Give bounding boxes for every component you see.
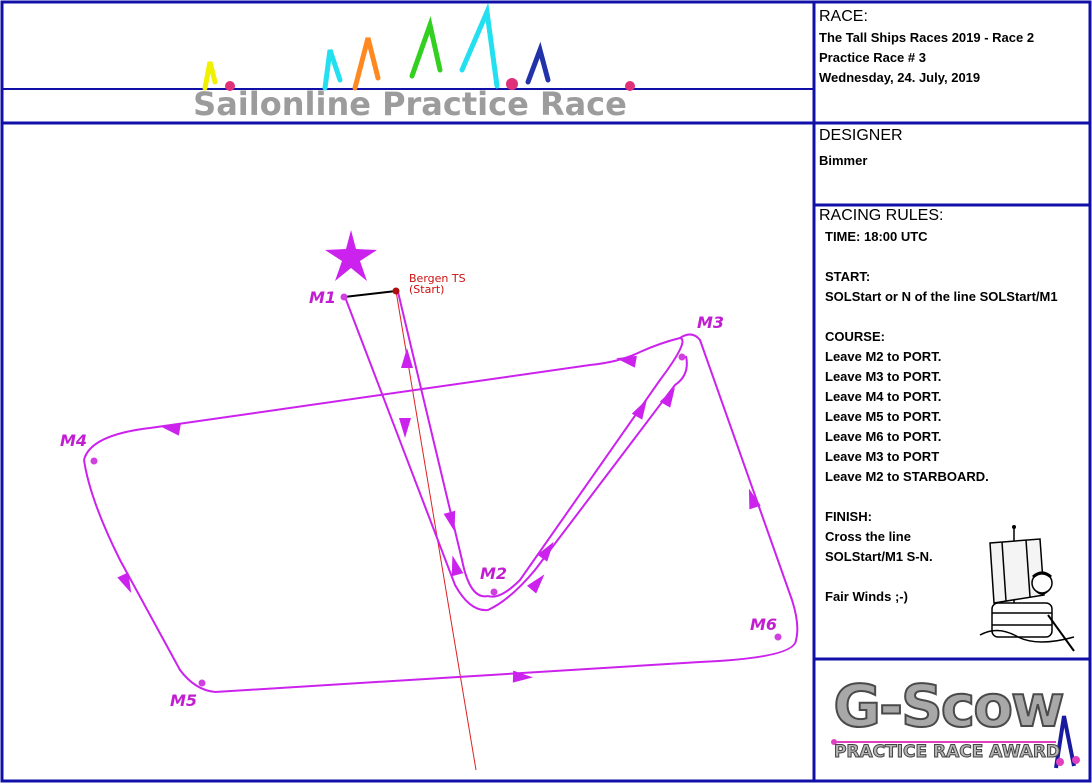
race-section: RACE: The Tall Ships Races 2019 - Race 2… [819,8,1034,88]
rules-heading: RACING RULES: [819,207,944,224]
race-line: Practice Race # 3 [819,50,926,65]
award-underline [831,739,1056,745]
rule-line: Leave M3 to PORT [825,449,940,464]
award-sail-icon [1054,715,1080,769]
race-line: The Tall Ships Races 2019 - Race 2 [819,30,1035,45]
mark-label-m5: M5 [170,691,198,710]
rules-section: RACING RULES: TIME: 18:00 UTC START: SOLS… [819,207,1058,607]
mark-label-m4: M4 [60,431,88,450]
award-subtitle: PRACTICE RACE AWARD [833,742,1061,763]
rule-line: FINISH: [825,509,872,524]
race-line: Wednesday, 24. July, 2019 [819,70,981,85]
start-label-name: Bergen TS [409,272,466,285]
rule-line: Leave M3 to PORT. [825,369,942,384]
rule-line: Leave M2 to PORT. [825,349,942,364]
rule-line: Fair Winds ;-) [825,589,908,604]
race-heading: RACE: [819,8,868,25]
rule-line: TIME: 18:00 UTC [825,229,928,244]
rule-line: Leave M2 to STARBOARD. [825,469,989,484]
start-label: Bergen TS (Start) [409,273,466,295]
rule-line: START: [825,269,871,284]
rule-line: Cross the line [825,529,911,544]
rule-line: Leave M6 to PORT. [825,429,942,444]
designer-heading: DESIGNER [819,127,903,144]
mark-label-m1: M1 [309,288,337,307]
rule-line: COURSE: [825,329,885,344]
sail-logo [202,2,551,91]
rule-line [825,307,1058,327]
rule-line [825,247,1058,267]
rule-line [825,487,1058,507]
start-label-sub: (Start) [409,283,445,296]
designer-section: DESIGNER Bimmer [819,127,903,171]
rules-list: TIME: 18:00 UTC START: SOLStart or N of t… [825,227,1058,607]
mark-label-m3: M3 [697,313,725,332]
mark-label-m6: M6 [750,615,778,634]
rule-line: Leave M4 to PORT. [825,389,942,404]
rule-line: SOLStart/M1 S-N. [825,549,933,564]
page-title: Sailonline Practice Race [193,85,627,123]
mark-label-m2: M2 [480,564,508,583]
sail-logo-dots [225,78,635,91]
award-title: G-Scow [832,671,1065,741]
sailor-cartoon-icon [979,525,1075,652]
rule-line: Leave M5 to PORT. [825,409,942,424]
rule-line: SOLStart or N of the line SOLStart/M1 [825,289,1058,304]
designer-name: Bimmer [819,153,868,168]
